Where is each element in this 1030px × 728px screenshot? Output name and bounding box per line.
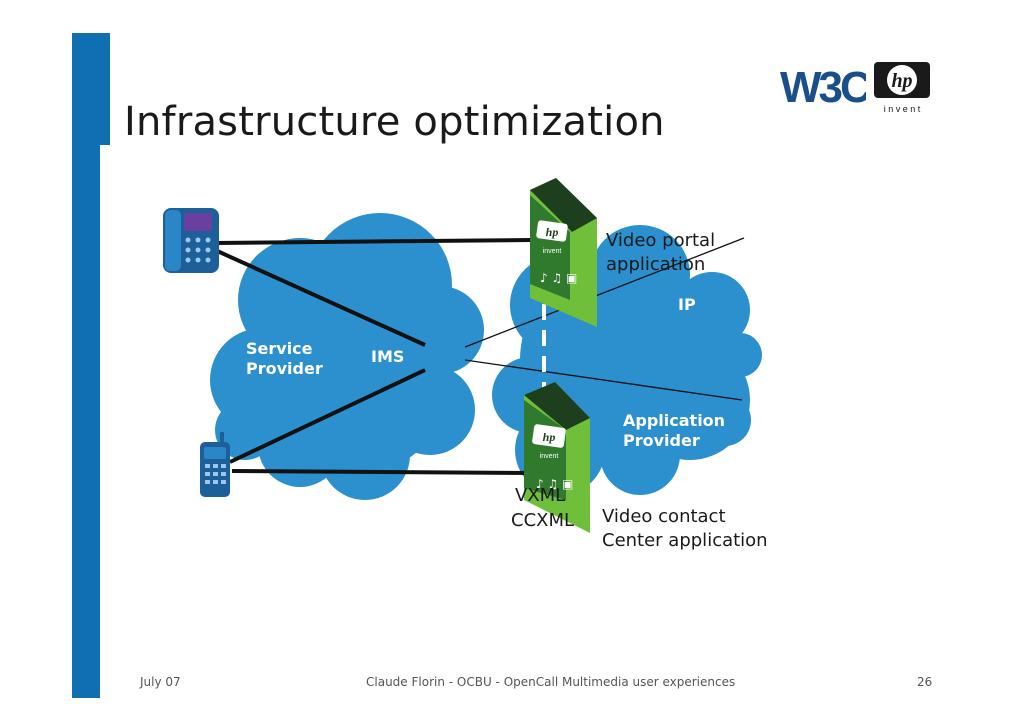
portal-server: hp invent ♪ ♫ ▣ bbox=[530, 178, 597, 327]
ims-label: IMS bbox=[371, 347, 405, 366]
portal-server-brand: invent bbox=[543, 248, 562, 255]
line-mobile-contact bbox=[231, 469, 533, 475]
thin-line-portal bbox=[464, 237, 745, 348]
mobile-phone-icon bbox=[200, 432, 230, 497]
contact-server-brand: invent bbox=[540, 453, 559, 460]
service-provider-cloud bbox=[210, 213, 484, 500]
ip-label: IP bbox=[678, 295, 696, 314]
desk-phone-icon bbox=[163, 208, 219, 273]
title-accent-bar bbox=[100, 33, 110, 145]
portal-server-media-icons: ♪ ♫ ▣ bbox=[540, 271, 577, 285]
footer-credit: Claude Florin - OCBU - OpenCall Multimed… bbox=[366, 675, 736, 689]
video-contact-label: Video contact Center application bbox=[602, 506, 768, 551]
w3c-logo: W3C bbox=[780, 63, 866, 106]
connection-lines bbox=[214, 238, 533, 475]
slide-title: Infrastructure optimization bbox=[124, 99, 665, 145]
contact-server: hp invent ♪ ♫ ▣ bbox=[524, 382, 590, 533]
thin-lines bbox=[464, 237, 745, 401]
line-deskphone-portal bbox=[214, 238, 533, 245]
w3c-logo-text: W3C bbox=[780, 63, 866, 106]
ccxml-label: CCXML bbox=[511, 510, 575, 531]
service-provider-label: Service Provider bbox=[246, 339, 323, 378]
hp-logo: hp i n v e n t bbox=[874, 62, 930, 114]
application-provider-label: Application Provider bbox=[623, 411, 726, 450]
contact-server-logo: hp bbox=[543, 430, 556, 444]
vxml-label: VXML bbox=[515, 485, 566, 506]
contact-server-media-icons: ♪ ♫ ▣ bbox=[536, 477, 573, 491]
hp-tagline: i n v e n t bbox=[884, 104, 921, 114]
portal-server-logo: hp bbox=[546, 225, 559, 239]
thin-line-application bbox=[464, 359, 743, 401]
page-number: 26 bbox=[917, 675, 933, 689]
line-deskphone-ims bbox=[214, 248, 426, 347]
video-portal-label: Video portal application bbox=[606, 230, 716, 275]
left-accent-bar bbox=[72, 33, 100, 698]
line-mobile-ims bbox=[229, 368, 426, 464]
footer-date: July 07 bbox=[140, 675, 181, 689]
hp-logo-text: hp bbox=[891, 70, 912, 92]
